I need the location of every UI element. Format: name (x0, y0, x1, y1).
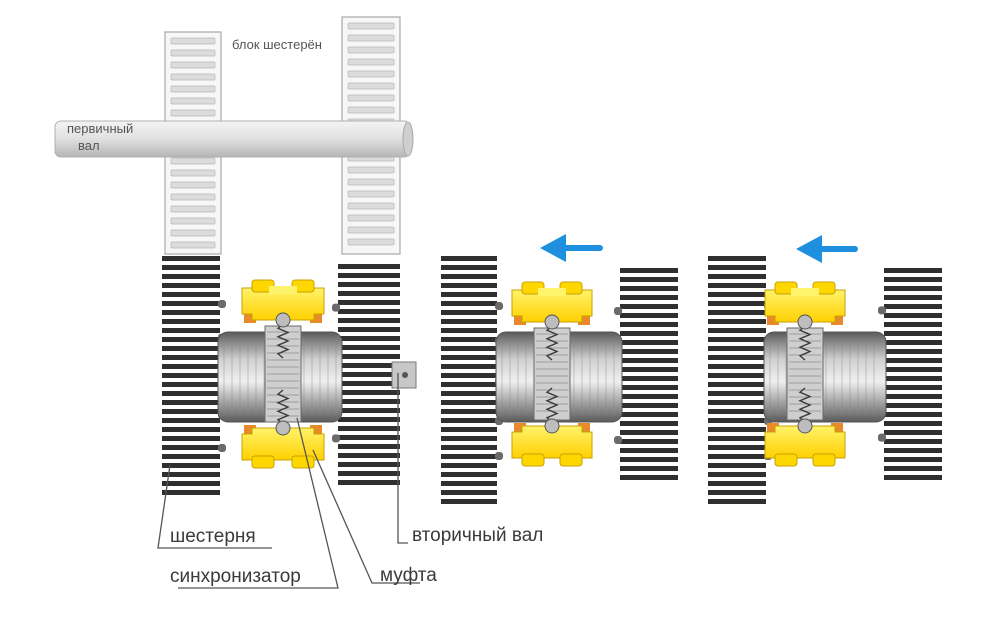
input-shaft-label-line2: вал (78, 138, 100, 153)
synchronizer-label: синхронизатор (170, 566, 301, 587)
ball-icon (797, 314, 813, 330)
output-shaft-label: вторичный вал (412, 525, 543, 546)
output-shaft-end (391, 361, 417, 389)
gear-right (614, 268, 678, 480)
gear-block (54, 16, 414, 255)
ball-icon (797, 418, 813, 434)
spring-icon (545, 325, 559, 361)
input-shaft-label-line1: первичный (67, 121, 133, 136)
sleeve-label: муфта (380, 565, 437, 586)
sleeve (764, 281, 846, 467)
synchronizer-unit (511, 281, 593, 467)
synchronizer-unit (764, 281, 846, 467)
gear-right (878, 268, 942, 480)
sleeve (241, 279, 325, 469)
ball-icon (275, 312, 291, 328)
spring-icon (798, 387, 812, 423)
leader-lines (157, 373, 420, 589)
gear-label: шестерня (170, 526, 256, 547)
spring-icon (276, 323, 290, 359)
synchronizer-unit (241, 279, 325, 469)
arrow-left-icon (796, 235, 858, 263)
assembly-engaged (708, 235, 942, 504)
assembly-neutral (162, 256, 417, 495)
spring-icon (276, 389, 290, 425)
gear-left (162, 256, 226, 495)
input-shaft (54, 120, 414, 158)
gear-left (708, 256, 772, 504)
gear-block-label: блок шестерён (232, 37, 322, 52)
gear-left (441, 256, 503, 504)
output-shaft (763, 331, 887, 423)
assembly-shifting (441, 234, 678, 504)
sleeve (511, 281, 593, 467)
ball-icon (275, 420, 291, 436)
spring-icon (545, 387, 559, 423)
ball-icon (544, 418, 560, 434)
spring-icon (798, 325, 812, 361)
ball-icon (544, 314, 560, 330)
arrow-left-icon (540, 234, 603, 262)
